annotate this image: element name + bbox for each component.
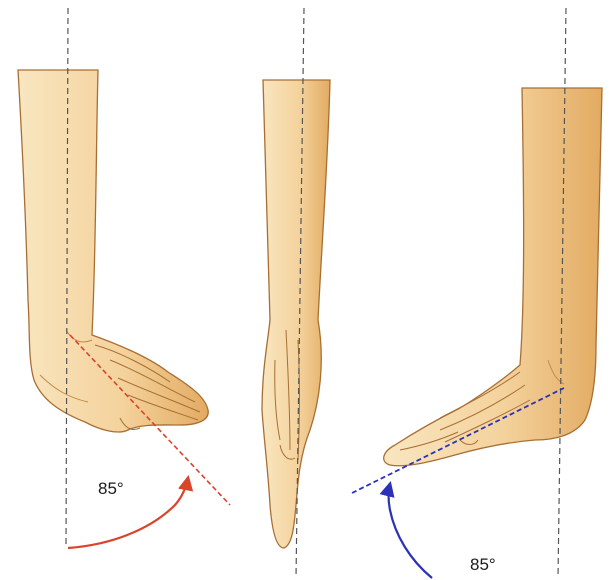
forearm-extension [384,88,602,466]
panel-neutral [262,8,330,578]
forearm-neutral [262,80,330,548]
flexion-angle-arc [68,478,188,548]
extension-angle-arc [389,484,433,578]
panel-flexion: 85° [18,8,230,548]
flexion-angle-label: 85° [98,479,124,498]
panel-extension: 85° [352,8,602,578]
forearm-flexion [18,70,208,432]
extension-angle-label: 85° [470,555,496,574]
